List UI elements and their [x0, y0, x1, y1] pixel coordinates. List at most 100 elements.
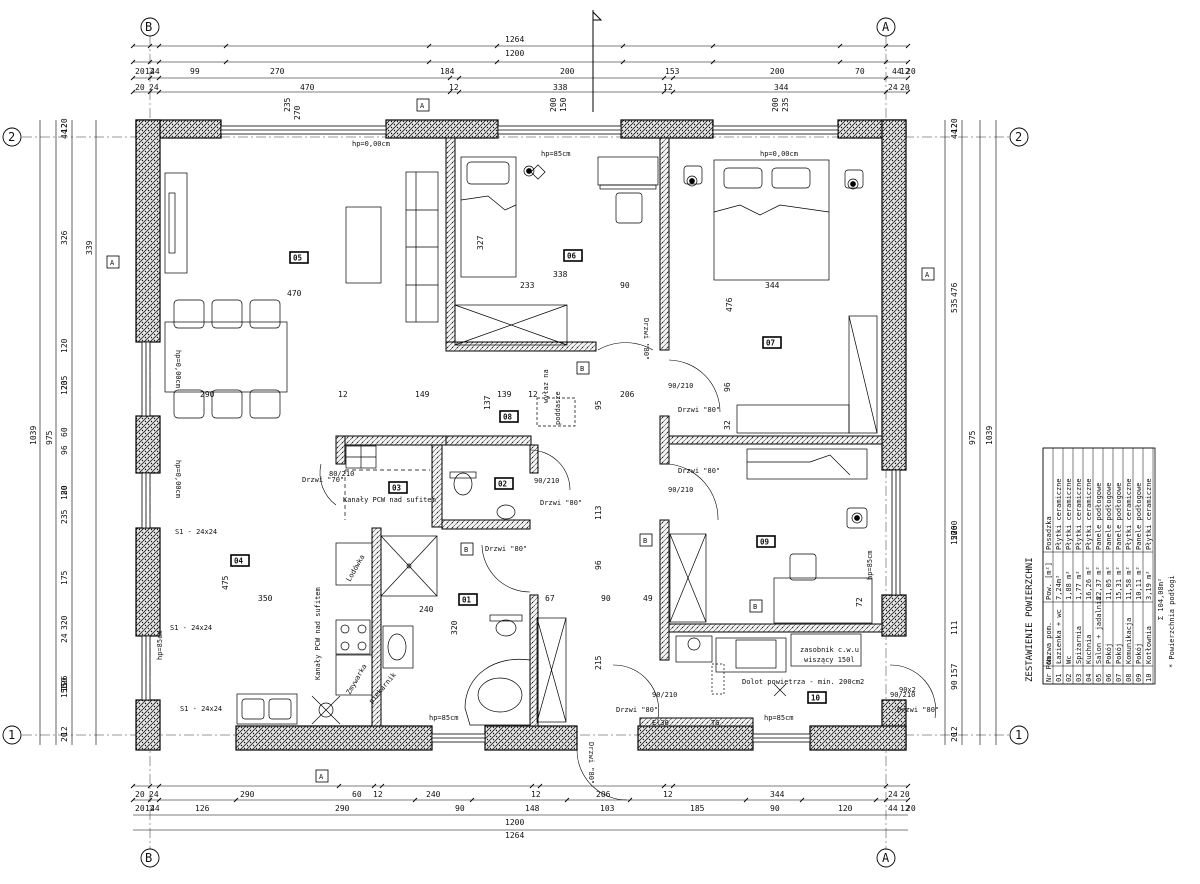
dim-left: 235 — [60, 509, 69, 524]
area-table-cell: Panele podłogowe — [1135, 483, 1143, 550]
dim-inner-v: 32 — [723, 420, 732, 430]
dim-top-row2: 12 — [449, 83, 459, 92]
dim-inner-v: 215 — [594, 655, 603, 670]
dim-bottom-row2: 120 — [838, 804, 853, 813]
dim-inner-h: 240 — [419, 605, 434, 614]
dim-top-row1: 70 — [855, 67, 865, 76]
label-dolot: Dolot powietrza - min. 200cm2 — [742, 678, 864, 686]
dim-top-row2: 12 — [663, 83, 673, 92]
label-hp85-boiler: hp=85cm — [764, 714, 794, 722]
dim-right: 535 — [950, 298, 959, 313]
dim-bottom-row2: 290 — [335, 804, 350, 813]
area-table-cell: Panele podłogowe — [1105, 483, 1113, 550]
section-a-right: A — [925, 271, 930, 279]
label-lodowka: Lodówka — [345, 553, 367, 583]
label-kanaly-2: Kanały PCW nad sufitem — [314, 587, 322, 680]
axis-1-left: 1 — [8, 728, 15, 742]
dim-left: 235 — [60, 375, 69, 390]
dim-right: 150 — [950, 530, 959, 545]
door-swings — [319, 342, 936, 801]
area-table-cell: Płytki ceramiczne — [1125, 478, 1133, 550]
dim-bottom-row2: 44 — [888, 804, 898, 813]
area-table-cell: Spiżarnia — [1075, 626, 1083, 664]
dim-right: 12 — [950, 123, 959, 133]
dim-bottom-row1: 12 — [663, 790, 673, 799]
room-number-03: 03 — [392, 484, 402, 493]
exterior-walls — [135, 119, 907, 751]
label-hp0-room07: hp=0,00cm — [760, 150, 798, 158]
dim-left: 12 — [60, 726, 69, 736]
room-number-04: 04 — [234, 557, 244, 566]
area-table-cell: 02 — [1065, 674, 1073, 682]
area-table-footnote: * Powierzchnia podłogi — [1168, 575, 1176, 668]
area-table-cell: 1,77 m² — [1075, 570, 1083, 600]
dim-total-top: 1264 — [505, 35, 524, 44]
dimension-ticks — [130, 43, 911, 803]
dim-top-row2: 338 — [553, 83, 568, 92]
room-number-01: 01 — [462, 596, 472, 605]
section-b-4: B — [753, 603, 757, 611]
area-table-cell: 16,26 m² — [1085, 566, 1093, 600]
area-table-cell: 07 — [1115, 674, 1123, 682]
room-tag-box — [756, 535, 776, 548]
label-kanaly-1: Kanały PCW nad sufitem — [343, 496, 436, 504]
axis-2-left: 2 — [8, 130, 15, 144]
area-table-cell: 01 — [1055, 674, 1063, 682]
area-table-cell: 04 — [1085, 674, 1093, 682]
section-marks — [106, 98, 935, 783]
label-hp85-room09: hp=85cm — [866, 550, 874, 580]
dim-total-bottom: 1264 — [505, 831, 524, 840]
dim-top-row2: 344 — [774, 83, 789, 92]
dim-right: 12 — [950, 726, 959, 736]
dim-bottom-row1: 12 — [373, 790, 383, 799]
dim-inner-h: 49 — [643, 594, 653, 603]
area-table-cell: Płytki ceramiczne — [1075, 478, 1083, 550]
area-table-cell: 11,58 m² — [1125, 566, 1133, 600]
dim-bottom-row1: 290 — [240, 790, 255, 799]
dim-inner-v: 235 — [283, 97, 292, 112]
dim-left: 96 — [60, 445, 69, 455]
label-door-storage: Drzwi "70" — [302, 476, 344, 484]
area-table-cell: Wc — [1065, 656, 1073, 664]
dim-inner-v: 96 — [723, 382, 732, 392]
dim-bottom-row1: 24 — [149, 790, 159, 799]
dim-left: 60 — [60, 427, 69, 437]
dim-bottom-row1: 240 — [426, 790, 441, 799]
label-s1-a: S1 - 24x24 — [175, 528, 217, 536]
dim-bottom-row1: 60 — [352, 790, 362, 799]
area-table-header: Posadzka — [1045, 516, 1053, 550]
dim-inner-h: 206 — [620, 390, 635, 399]
label-zasobnik-2: wiszący 150l — [804, 656, 855, 664]
label-zmywarka: Zmywarka — [345, 663, 369, 696]
dim-right: 476 — [950, 282, 959, 297]
furniture — [164, 156, 878, 726]
label-wylaz-1: wyłaz na — [542, 369, 550, 403]
area-table-cell: Płytki ceramiczne — [1065, 478, 1073, 550]
area-table-cell: Płytki ceramiczne — [1055, 478, 1063, 550]
axis-1-right: 1 — [1015, 728, 1022, 742]
dim-top-row1: 20 — [906, 67, 916, 76]
dim-right: 276 — [950, 525, 959, 540]
label-hp0-window2: hp=0,00cm — [174, 460, 182, 498]
dim-bottom-row1: 24 — [888, 790, 898, 799]
room-tag-box — [458, 593, 478, 606]
dim-left: 126 — [60, 675, 69, 690]
axis-b-top: B — [145, 20, 152, 34]
dim-bottom-row2: 185 — [690, 804, 705, 813]
dim-inner-h: 344 — [765, 281, 780, 290]
dim-inner-h: 233 — [520, 281, 535, 290]
dim-bottom-row1: 206 — [596, 790, 611, 799]
area-table-cell: 09 — [1135, 674, 1143, 682]
area-table-cell: 06 — [1105, 674, 1113, 682]
dim-top-row1: 200 — [770, 67, 785, 76]
room-tag-box — [762, 336, 782, 349]
dim-top-row2: 470 — [300, 83, 315, 92]
area-table-cell: Komunikacja — [1125, 618, 1133, 664]
label-9021-d: 90/210 — [652, 691, 677, 699]
area-table-cell: 10 — [1145, 674, 1153, 682]
dim-top-row1: 12 — [145, 67, 155, 76]
label-9021-c: 90/210 — [534, 477, 559, 485]
dim-left: 150 — [60, 677, 69, 692]
area-table: Nr Pom.Nazwa pom.Pow. [m²]Posadzka01Łazi… — [1042, 447, 1156, 685]
